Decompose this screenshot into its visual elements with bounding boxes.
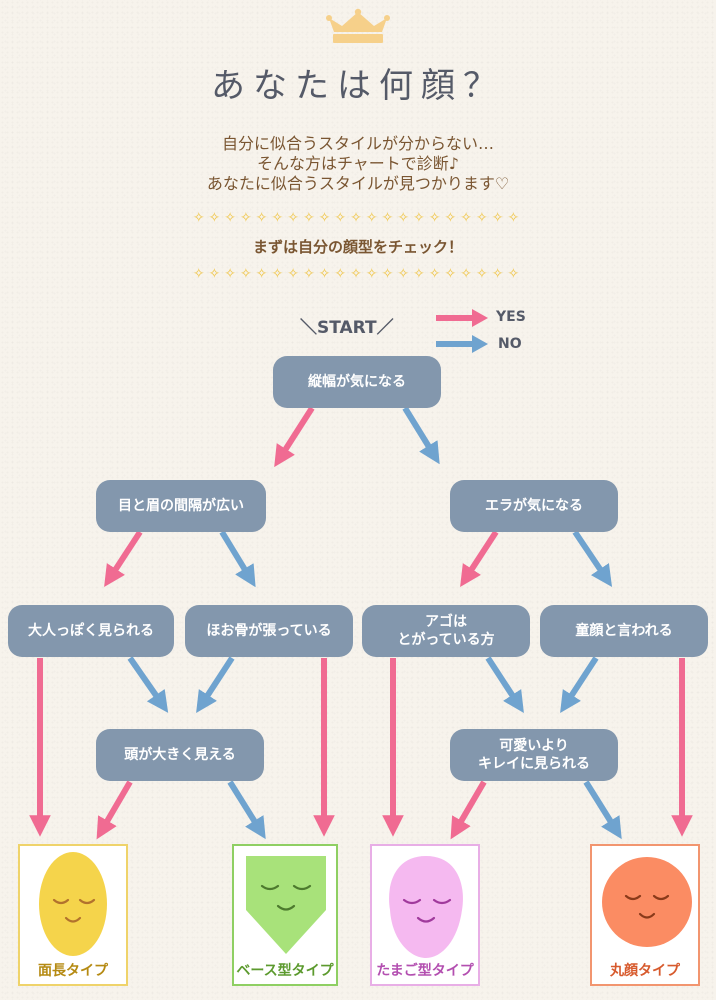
result-card-base-face: ベース型タイプ (232, 844, 338, 986)
question-cheekbones: ほお骨が張っている (185, 605, 353, 657)
question-baby-face: 童顔と言われる (540, 605, 708, 657)
arrow-q1-no (402, 406, 440, 465)
question-pointed-chin: アゴは とがっている方 (362, 605, 530, 657)
arrow-q9-no (583, 780, 622, 840)
arrow-q8-no (227, 780, 266, 840)
intro-line-3: あなたに似合うスタイルが見つかります♡ (206, 174, 510, 193)
crown-icon (326, 8, 390, 43)
intro-line-2: そんな方はチャートで診断♪ (256, 154, 460, 173)
legend-yes-label: YES (496, 309, 526, 325)
check-heading: まずは自分の顔型をチェック！ (252, 238, 463, 256)
arrow-q3-yes (460, 530, 499, 588)
page-title: あなたは何顔？ (211, 66, 505, 106)
base-face-icon (246, 856, 326, 954)
arrow-q1-yes (274, 406, 315, 468)
round-face-icon (602, 857, 692, 947)
egg-face-icon (389, 856, 463, 958)
question-beautiful-over-cute: 可愛いより キレイに見られる (450, 729, 618, 781)
legend-no-label: NO (498, 336, 522, 352)
arrow-q2-yes (104, 530, 143, 588)
sparkle-divider-bottom: ✧✧✧✧✧✧✧✧✧✧✧✧✧✧✧✧✧✧✧✧✧ (192, 266, 524, 282)
legend-yes-arrow-icon (436, 309, 488, 327)
arrow-q5-no (196, 656, 235, 714)
legend-no-arrow-icon (436, 335, 488, 353)
result-label-egg-face: たまご型タイプ (376, 963, 474, 979)
result-label-long-face: 面長タイプ (38, 963, 108, 979)
result-card-egg-face: たまご型タイプ (370, 844, 480, 986)
arrow-q2-no (219, 530, 256, 588)
arrow-q7-no (560, 656, 599, 714)
arrow-q8-yes (96, 780, 133, 840)
sparkle-divider-top: ✧✧✧✧✧✧✧✧✧✧✧✧✧✧✧✧✧✧✧✧✧ (192, 210, 524, 226)
intro-line-1: 自分に似合うスタイルが分からない… (221, 134, 494, 153)
question-look-mature: 大人っぽく見られる (8, 605, 174, 657)
result-label-round-face: 丸顔タイプ (610, 963, 680, 979)
question-vertical-length: 縦幅が気になる (273, 356, 441, 408)
question-jaw-angle: エラが気になる (450, 480, 618, 532)
start-label: ＼START／ (300, 318, 394, 338)
arrow-q6-no (485, 656, 524, 714)
long-face-icon (39, 852, 107, 956)
result-card-round-face: 丸顔タイプ (590, 844, 700, 986)
arrow-q9-yes (450, 780, 487, 840)
question-big-head: 頭が大きく見える (96, 729, 264, 781)
result-label-base-face: ベース型タイプ (236, 963, 334, 979)
question-eye-brow-gap: 目と眉の間隔が広い (96, 480, 266, 532)
result-card-long-face: 面長タイプ (18, 844, 128, 986)
arrow-q3-no (572, 530, 613, 587)
arrow-q4-no (127, 656, 169, 713)
